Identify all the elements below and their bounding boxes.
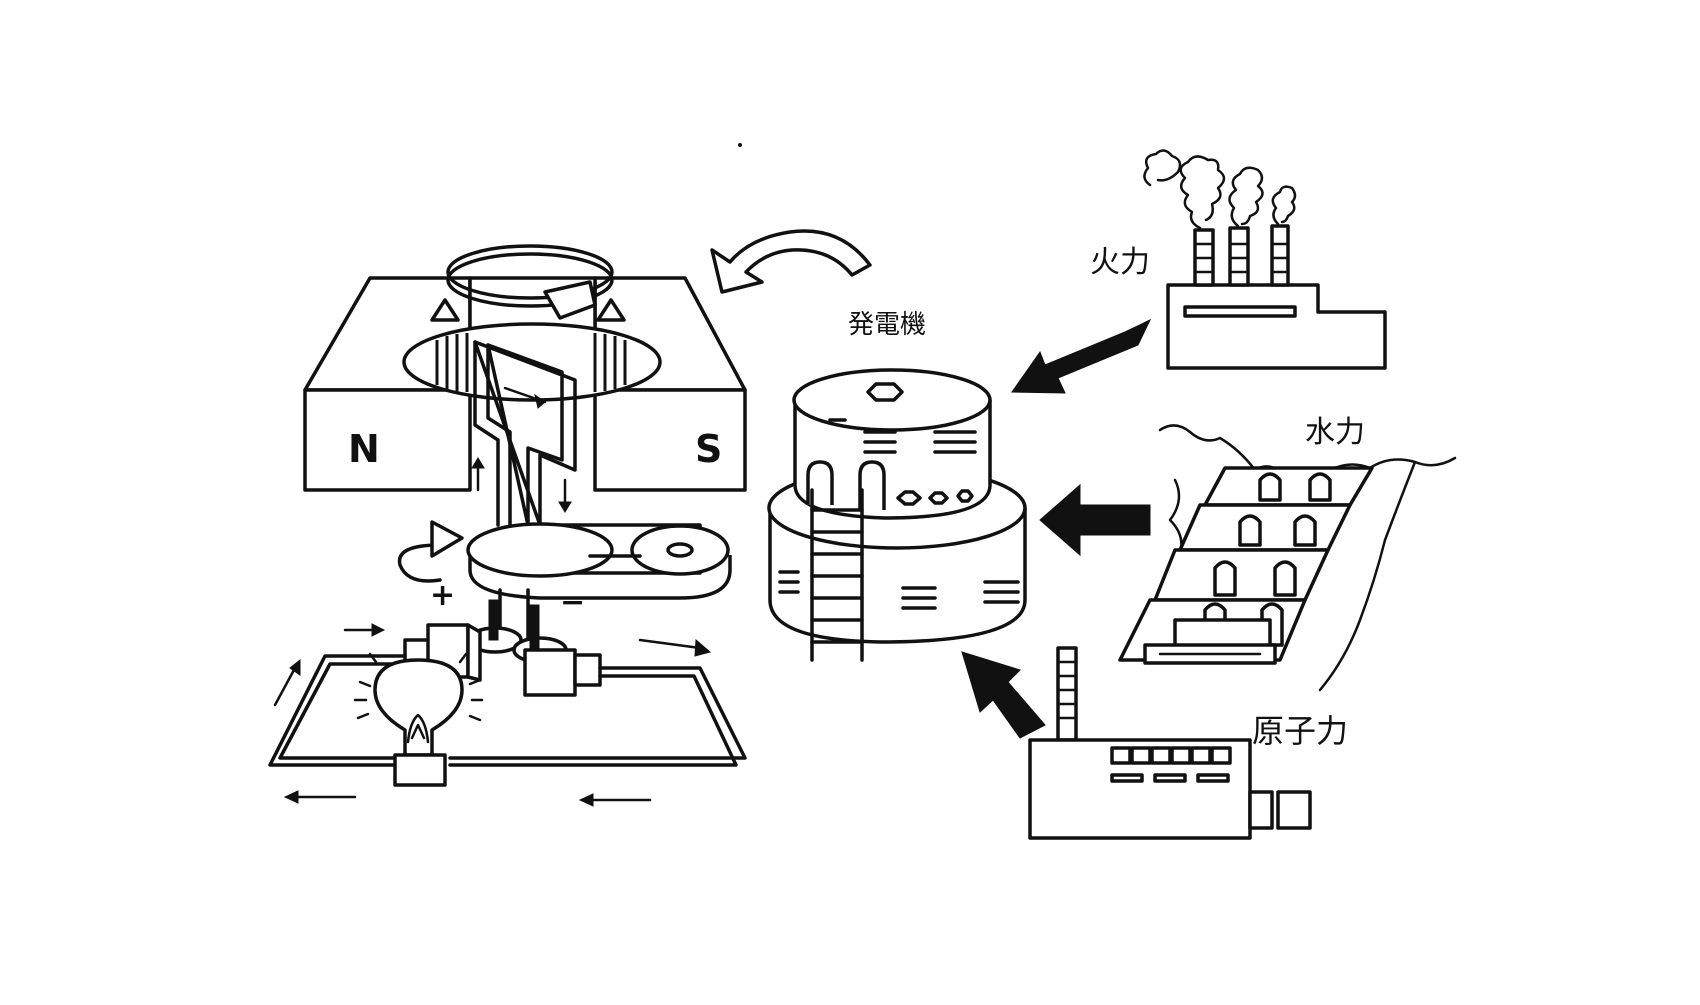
power-flow-arrow-icon [1011, 318, 1152, 394]
vent-slots [778, 418, 1020, 610]
hydro-power-plant: 水力 [1118, 415, 1457, 692]
turntable-assembly [466, 522, 732, 600]
drum-cap [866, 382, 904, 402]
port-windows [896, 489, 974, 506]
up-arrow-icon [596, 298, 626, 322]
light-bulb-icon [353, 652, 484, 787]
chimney [1270, 224, 1290, 287]
north-pole-label: N [348, 427, 380, 471]
turntable [466, 522, 614, 578]
up-arrow-icon [430, 298, 460, 322]
minus-label: − [560, 585, 585, 620]
thermal-window-strip [1183, 305, 1297, 318]
chimney [1193, 228, 1215, 287]
annex-box [1276, 790, 1312, 830]
ladder [810, 488, 864, 662]
thermal-label: 火力 [1090, 245, 1150, 280]
nuclear-power-plant: 原子力 [1028, 646, 1348, 840]
thermal-building [1166, 283, 1387, 370]
annex-box [1248, 790, 1274, 830]
south-pole-label: S [695, 427, 722, 471]
power-flow-arrow-icon [961, 651, 1046, 739]
arched-door [806, 460, 834, 505]
generator-principle: N S [268, 244, 747, 807]
brush-right [523, 648, 602, 697]
circuit-wire [268, 654, 747, 767]
rotation-arrow-icon [446, 244, 614, 320]
nuclear-label: 原子力 [1252, 712, 1348, 750]
chimney [1228, 226, 1250, 287]
speck [738, 143, 742, 147]
rotation-arrow-icon [397, 520, 464, 583]
power-flow-arrow-icon [1039, 483, 1151, 557]
arched-door [858, 460, 886, 510]
mountain-slope [1318, 460, 1417, 692]
rotating-coil [473, 340, 577, 527]
hydro-label: 水力 [1305, 415, 1365, 450]
current-arrow-icon [273, 623, 712, 807]
reactor-windows [1110, 773, 1230, 783]
magnet-n [303, 388, 472, 492]
magnet-s [593, 388, 747, 492]
stepped-dam [1118, 466, 1374, 665]
roof-blocks [1110, 746, 1232, 765]
generator-building: 発電機 [710, 229, 1027, 662]
plus-label: + [430, 578, 455, 613]
pulley-hub [666, 542, 694, 558]
smoke-icon [1143, 149, 1297, 230]
generator-label: 発電機 [848, 310, 926, 340]
current-arrow-icon [471, 457, 572, 513]
rotation-arrow-icon [710, 229, 872, 294]
thermal-power-plant: 火力 [1090, 149, 1387, 370]
field-hatching [435, 333, 627, 392]
chimney [1056, 646, 1078, 742]
